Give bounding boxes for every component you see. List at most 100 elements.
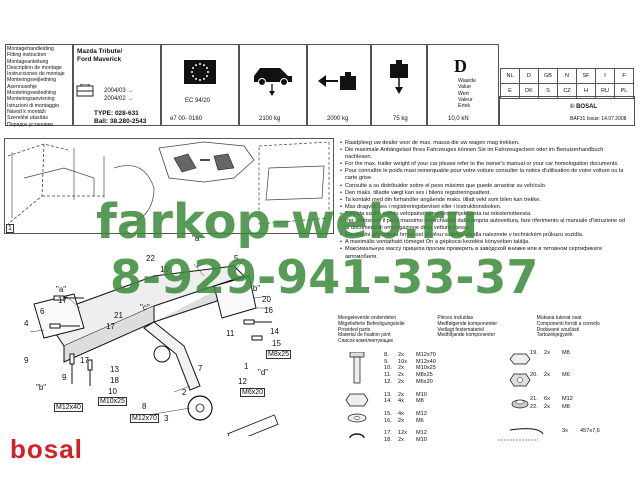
approval-number: e7 00- 0160 (170, 116, 203, 122)
label-3: 3 (164, 414, 169, 423)
country-code: D (519, 68, 539, 84)
instruction-text: Pour connaître le poids maxi remorquable… (344, 168, 624, 182)
type-number: TYPE: 028-631 (94, 110, 139, 117)
instruction-text: Tarkista suurin sallittu vetopaino ajone… (344, 210, 532, 217)
towing-box (239, 44, 307, 126)
language-line: Monteringsanvisning (7, 96, 55, 103)
label-b-left: "b" (36, 383, 47, 392)
part-size: M8x25 (416, 372, 433, 379)
vertical-load-icon (390, 60, 408, 94)
part-qty: 2x (544, 350, 550, 356)
part-number: 16. (384, 417, 392, 424)
part-number: 14. (384, 398, 392, 405)
watermark-phone: 8-929-941-33-37 (110, 250, 539, 304)
label-18: 18 (110, 376, 119, 385)
header-languages-box (5, 44, 73, 126)
label-m6x20: M6x20 (240, 388, 266, 397)
eu-star-icon (192, 75, 195, 77)
instruction-item: •Den maks. tilladte vægt kan ses i bilen… (340, 189, 491, 196)
label-10: 10 (108, 387, 117, 396)
towbar-assembly-diagram (29, 257, 279, 436)
label-14: 14 (270, 327, 279, 336)
vertical-load: 75 kg (393, 116, 408, 122)
label-8: 8 (142, 402, 147, 411)
instruction-text: Максимальную массу прицепа просим провер… (344, 246, 603, 260)
eu-star-icon (207, 71, 209, 73)
label-11: 11 (226, 329, 235, 338)
part-size: M10 (416, 437, 427, 444)
language-line: Description de montage (7, 64, 62, 71)
instruction-item: •Maximální přípustnou hmotnost přívěsu v… (340, 232, 584, 239)
instruction-text: For the max. trailer weight of your car … (344, 161, 619, 168)
label-6: 6 (40, 307, 45, 316)
label-1: 1 (244, 362, 249, 371)
ec-box (161, 44, 239, 126)
language-line: Montagehandleiding (7, 46, 54, 52)
country-code: E (500, 83, 520, 99)
eu-star-icon (192, 67, 195, 69)
bosal-copyright: © BOSAL (570, 104, 598, 110)
part-row: 15. 4x M12 (384, 411, 464, 418)
eu-star-icon (205, 75, 208, 77)
part-row: 11. 2x M8x25 (384, 372, 464, 379)
eu-flag-icon (184, 60, 216, 84)
part-number: 21. (530, 396, 538, 402)
label-7: 7 (198, 364, 203, 373)
label-21: 21 (114, 311, 123, 320)
part-row: 18. 2x M10 (384, 437, 464, 444)
ball-number: Ball: 38.280-2543 (94, 118, 147, 125)
part-size: M6 (416, 417, 424, 424)
eu-star-icon (205, 67, 208, 69)
instruction-item: •Per conoscere il peso massimo rimorchia… (340, 218, 630, 232)
part-row: 22. 2x M8 (530, 404, 570, 411)
language-line: Szerelési utasítás (7, 115, 48, 122)
part-size: M6x20 (416, 378, 433, 385)
label-5: 5 (234, 254, 239, 263)
part-qty: 2x (544, 404, 550, 410)
vehicle-model-1: Mazda Tribute/ (77, 48, 123, 55)
parts-header-cell: Componenti forniti a corredo (536, 320, 600, 327)
eu-star-icon (191, 71, 193, 73)
vertical-box (371, 44, 427, 126)
part-size: M12x70 (416, 352, 436, 358)
vehicle-box (73, 44, 161, 126)
part-number: 11. (384, 372, 392, 379)
part-qty: 4x (398, 410, 404, 417)
label-17c: 17 (106, 322, 115, 331)
vehicle-year-1: 2004/03 → (104, 88, 134, 94)
instruction-item: •Max dragvikt ses i registreringsbeviset… (340, 203, 502, 210)
language-line: Instrucciones de montaje (7, 71, 65, 78)
instruction-item: •Pour connaître le poids maxi remorquabl… (340, 168, 630, 182)
part-qty: 2x (398, 365, 404, 372)
instruction-item: •For the max. trailer weight of your car… (340, 161, 619, 168)
parts-header-cell: Meegeleverde onderdelen (338, 315, 397, 321)
part-number: 9. (384, 358, 389, 365)
eu-star-icon (195, 64, 197, 67)
label-4: 4 (24, 319, 29, 328)
part-number: 18. (384, 437, 392, 444)
d-value-box (427, 44, 499, 126)
part-size: M12 (416, 410, 427, 417)
label-9a: 9 (24, 356, 29, 365)
vehicle-rear-sketch (7, 141, 330, 227)
part-number: 22. (530, 404, 538, 410)
label-m8x25: M8x25 (266, 350, 292, 359)
language-line: Monteringsveiledning (7, 90, 57, 97)
trailer-box (307, 44, 371, 126)
instruction-text: Ta kontakt med din forhandler angående m… (344, 196, 541, 203)
part-qty: 2x (398, 378, 404, 385)
part-size: M12x40 (416, 358, 436, 365)
parts-header-cell: Provided parts (338, 326, 371, 333)
label-16: 16 (264, 306, 273, 315)
part-size: 457x7,6 (580, 428, 600, 434)
instruction-text: Den maks. tilladte vægt kan ses i bilens… (344, 189, 491, 196)
label-15: 15 (272, 339, 281, 348)
parts-header-cell: Tartozékjegyzék (536, 332, 573, 339)
part-number: 10. (384, 365, 392, 372)
d-value-word: Waarde (458, 78, 476, 84)
ec-directive: EC 94/20 (185, 98, 211, 104)
part-size: M10x25 (416, 365, 436, 372)
